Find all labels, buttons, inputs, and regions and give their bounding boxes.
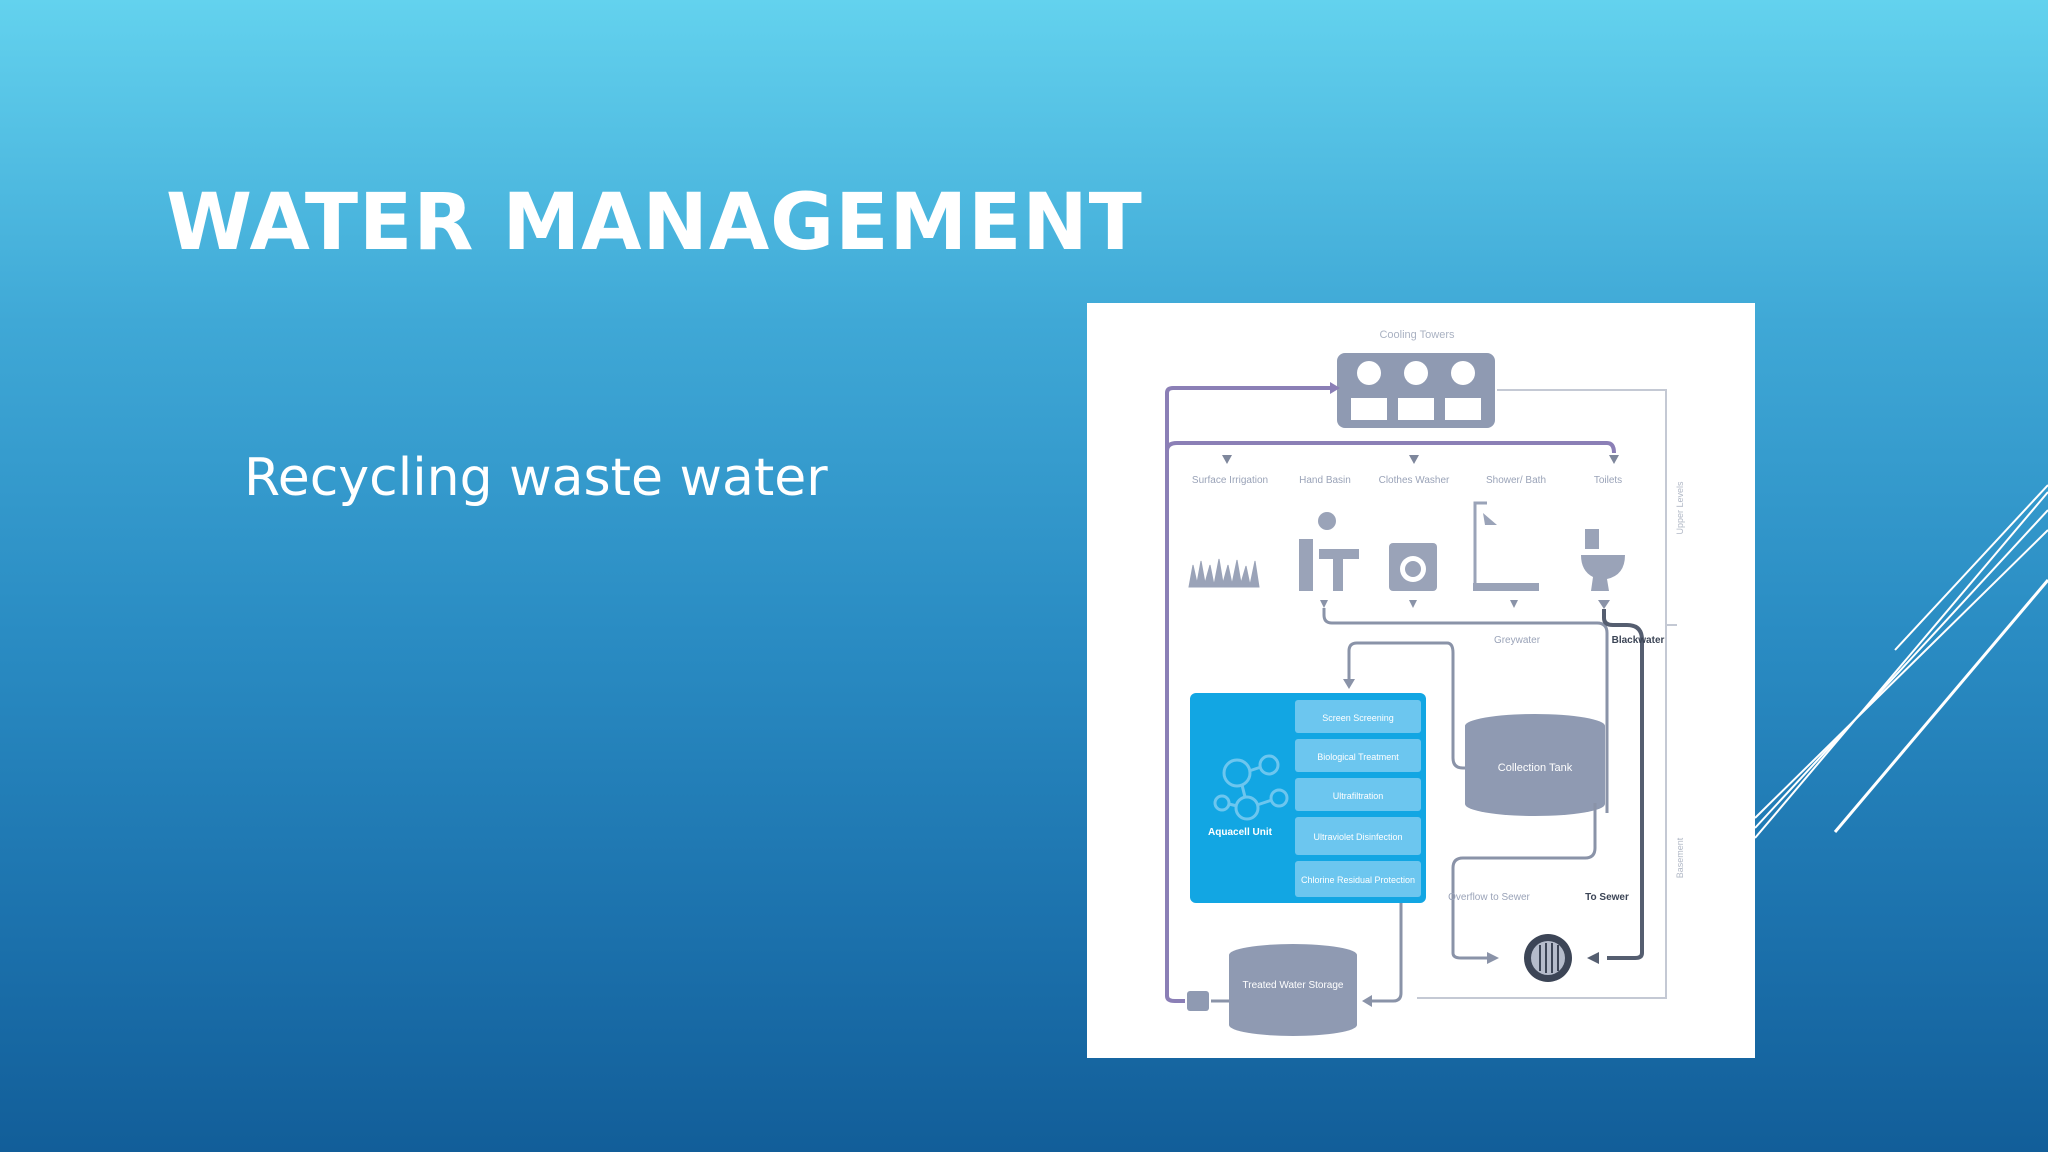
molecule-node-5	[1213, 794, 1231, 812]
deco-line-4	[1894, 484, 2048, 651]
use-label-irrigation: Surface Irrigation	[1192, 475, 1268, 486]
supply-line-bottom	[1165, 993, 1185, 1003]
tower-vent-2	[1398, 398, 1434, 420]
arrow-basin-drain	[1320, 600, 1328, 608]
bullet-text: Recycling waste water	[244, 448, 828, 508]
arrow-overflow	[1487, 952, 1499, 964]
shower-pipe-icon	[1473, 501, 1487, 589]
to-sewer-label: To Sewer	[1585, 892, 1629, 903]
basin-stand-icon	[1333, 559, 1343, 591]
arrow-irrigation	[1222, 455, 1232, 464]
molecule-node-2	[1258, 754, 1280, 776]
tower-vent-1	[1351, 398, 1387, 420]
treatment-step-2	[1295, 739, 1421, 772]
treatment-step-4	[1295, 817, 1421, 855]
use-label-shower: Shower/ Bath	[1486, 475, 1546, 486]
molecule-bond-4	[1228, 802, 1238, 808]
storage-tank-bottom	[1229, 1014, 1357, 1036]
toilet-bowl-icon	[1581, 555, 1625, 591]
tower-fan-1	[1357, 361, 1381, 385]
basin-person-icon	[1299, 539, 1313, 591]
molecule-bond-2	[1240, 784, 1247, 798]
diagram-image: Cooling Towers Surface Irrigation Hand B…	[1087, 303, 1755, 1058]
aquacell-unit-label: Aquacell Unit	[1208, 827, 1273, 838]
molecule-node-4	[1269, 788, 1289, 808]
arrow-to-aquacell	[1343, 679, 1355, 689]
upper-levels-label: Upper Levels	[1675, 481, 1685, 535]
treatment-step-3	[1295, 778, 1421, 811]
person-head-icon	[1318, 512, 1336, 530]
arrow-washer	[1409, 455, 1419, 464]
deco-line-5	[1833, 579, 2048, 833]
line-to-collection	[1446, 641, 1470, 770]
treatment-step-label-1: Screen Screening	[1322, 713, 1394, 723]
toilet-tank-icon	[1585, 529, 1599, 549]
treatment-step-label-5: Chlorine Residual Protection	[1301, 875, 1415, 885]
deco-line-1	[1754, 491, 2048, 839]
treatment-step-label-4: Ultraviolet Disinfection	[1313, 832, 1402, 842]
molecule-node-1	[1222, 758, 1252, 788]
storage-tank-icon	[1229, 955, 1357, 1025]
grass-icon	[1188, 558, 1260, 588]
molecule-node-3	[1234, 795, 1260, 821]
supply-line-up	[1165, 386, 1330, 993]
overflow-line	[1451, 803, 1597, 960]
supply-distribution-line	[1165, 441, 1616, 454]
arrow-toilet-drain	[1598, 600, 1610, 609]
arrow-to-storage	[1362, 995, 1372, 1007]
greywater-line	[1322, 608, 1609, 813]
blackwater-label: Blackwater	[1612, 635, 1665, 646]
bath-icon	[1473, 583, 1539, 591]
outer-frame-line	[1417, 389, 1667, 999]
greywater-label: Greywater	[1494, 635, 1541, 646]
arrow-shower-drain	[1510, 600, 1518, 608]
molecule-bond-1	[1248, 765, 1262, 773]
collection-tank-bottom	[1465, 792, 1605, 816]
shower-head-icon	[1483, 513, 1497, 525]
line-to-storage	[1372, 903, 1403, 1003]
treatment-step-label-2: Biological Treatment	[1317, 752, 1399, 762]
hand-basin-icon	[1319, 549, 1359, 559]
storage-tank-label: Treated Water Storage	[1243, 980, 1344, 991]
treatment-step-5	[1295, 861, 1421, 897]
use-label-basin: Hand Basin	[1299, 475, 1351, 486]
cooling-towers-label: Cooling Towers	[1379, 329, 1455, 341]
pump-icon	[1187, 991, 1209, 1011]
arrow-to-towers	[1330, 382, 1340, 394]
tower-fan-3	[1451, 361, 1475, 385]
tower-fan-2	[1404, 361, 1428, 385]
overflow-label: Overflow to Sewer	[1448, 892, 1530, 903]
collection-tank-icon	[1465, 726, 1605, 804]
slide-title: WATER MANAGEMENT	[166, 178, 1143, 268]
treatment-step-1	[1295, 700, 1421, 733]
washer-drum-icon	[1405, 561, 1421, 577]
deco-line-2	[1754, 509, 2048, 829]
arrow-to-sewer	[1587, 952, 1599, 964]
tower-vent-3	[1445, 398, 1481, 420]
collection-tank-label: Collection Tank	[1498, 762, 1573, 774]
use-label-toilets: Toilets	[1594, 475, 1622, 486]
basement-label: Basement	[1675, 837, 1685, 878]
blackwater-line	[1602, 609, 1644, 960]
deco-line-3	[1754, 529, 2048, 819]
line-to-aquacell	[1347, 641, 1447, 681]
sewer-grate-icon	[1531, 941, 1565, 975]
use-label-washer: Clothes Washer	[1379, 475, 1450, 486]
water-recycling-diagram: Cooling Towers Surface Irrigation Hand B…	[1165, 329, 1685, 1036]
arrow-toilets	[1609, 455, 1619, 464]
arrow-washer-drain	[1409, 600, 1417, 608]
molecule-bond-3	[1256, 798, 1273, 807]
treatment-step-label-3: Ultrafiltration	[1333, 791, 1384, 801]
